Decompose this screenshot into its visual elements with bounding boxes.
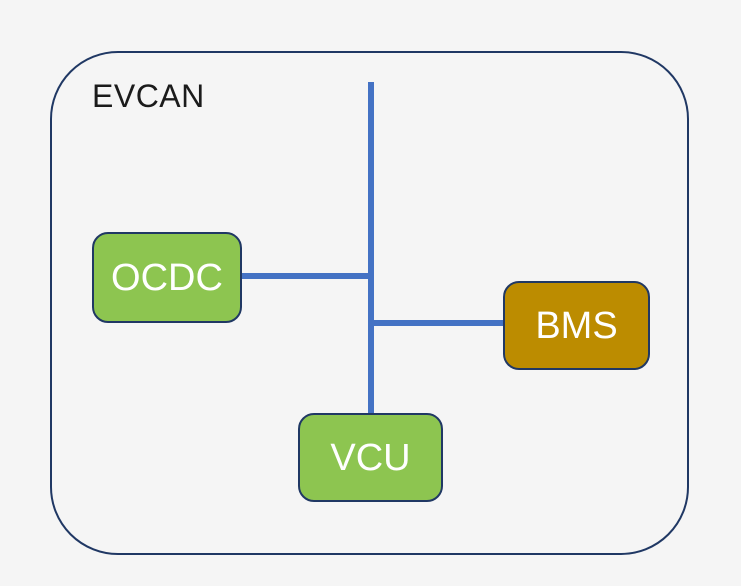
node-ocdc: OCDC — [92, 232, 242, 323]
can-bus-vertical-line — [368, 82, 374, 413]
node-ocdc-label: OCDC — [111, 256, 223, 299]
node-bms: BMS — [503, 281, 650, 370]
node-bms-label: BMS — [535, 304, 618, 347]
evcan-boundary-box — [50, 51, 689, 555]
bms-branch-line — [368, 320, 503, 326]
node-vcu: VCU — [298, 413, 443, 502]
node-vcu-label: VCU — [330, 436, 411, 479]
ocdc-branch-line — [241, 273, 374, 279]
evcan-title: EVCAN — [92, 78, 205, 114]
